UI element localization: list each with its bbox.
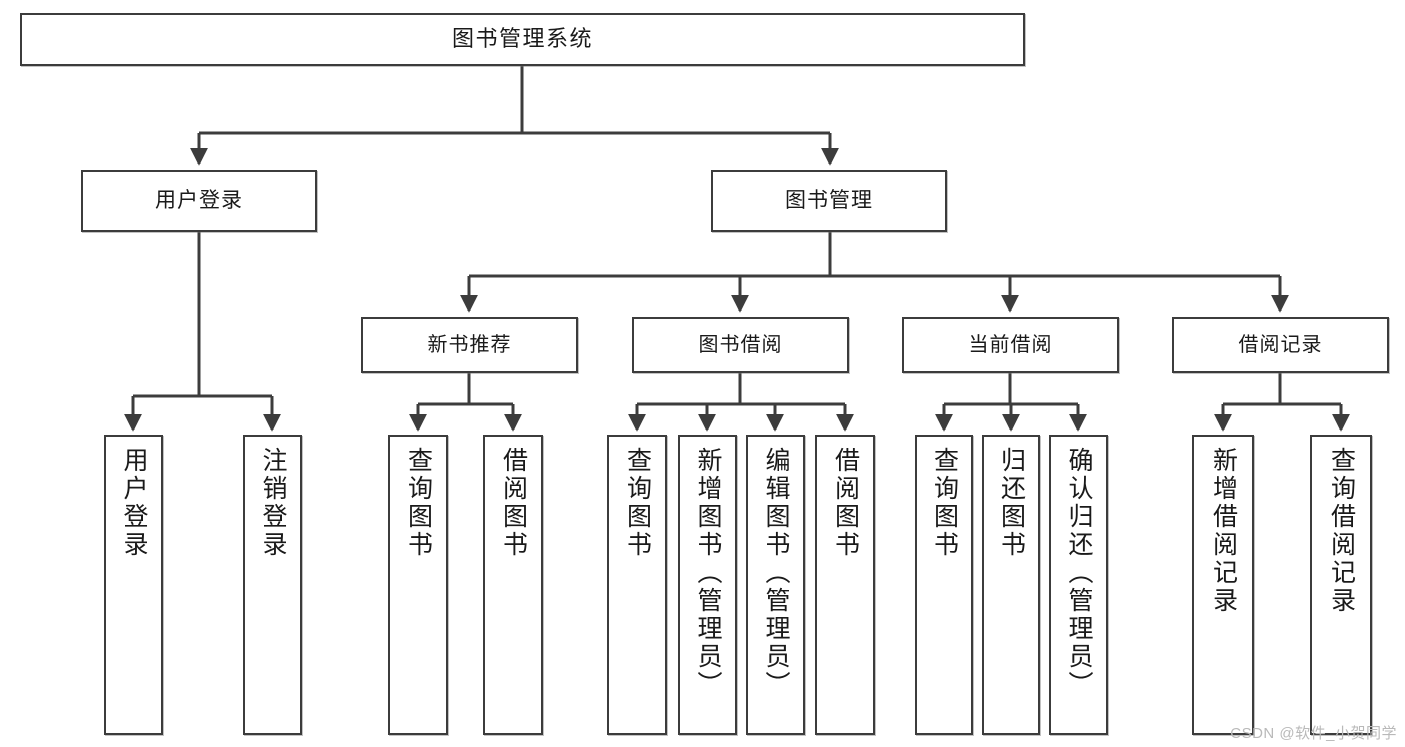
node-new-book-recommend[interactable]: 新书推荐 bbox=[361, 317, 578, 373]
node-label: 用户登录 bbox=[155, 189, 243, 213]
node-current-borrow[interactable]: 当前借阅 bbox=[902, 317, 1119, 373]
node-borrow-record[interactable]: 借阅记录 bbox=[1172, 317, 1389, 373]
node-label: 注销登录 bbox=[259, 447, 287, 559]
node-label: 查询图书 bbox=[930, 447, 959, 559]
leaf-borrow-add-book[interactable]: 新增图书（管理员） bbox=[678, 435, 737, 735]
leaf-recommend-borrow-book[interactable]: 借阅图书 bbox=[483, 435, 543, 735]
leaf-recommend-query-book[interactable]: 查询图书 bbox=[388, 435, 448, 735]
node-book-management[interactable]: 图书管理 bbox=[711, 170, 947, 232]
leaf-record-query-record[interactable]: 查询借阅记录 bbox=[1310, 435, 1372, 735]
leaf-current-confirm-return[interactable]: 确认归还（管理员） bbox=[1049, 435, 1108, 735]
node-label: 新增借阅记录 bbox=[1209, 447, 1238, 615]
node-label: 查询借阅记录 bbox=[1327, 447, 1356, 615]
node-label: 归还图书 bbox=[997, 447, 1026, 559]
node-label: 新书推荐 bbox=[427, 333, 512, 356]
node-label: 查询图书 bbox=[623, 447, 652, 559]
leaf-current-query-book[interactable]: 查询图书 bbox=[915, 435, 973, 735]
node-label: 借阅图书 bbox=[499, 447, 528, 559]
node-label: 借阅图书 bbox=[831, 447, 860, 559]
node-label: 当前借阅 bbox=[968, 333, 1053, 356]
node-label: 确认归还（管理员） bbox=[1065, 447, 1093, 699]
leaf-current-return-book[interactable]: 归还图书 bbox=[982, 435, 1040, 735]
leaf-borrow-query-book[interactable]: 查询图书 bbox=[607, 435, 667, 735]
node-book-borrow[interactable]: 图书借阅 bbox=[632, 317, 849, 373]
node-root-system[interactable]: 图书管理系统 bbox=[20, 13, 1025, 66]
leaf-user-login-logout[interactable]: 注销登录 bbox=[243, 435, 302, 735]
node-label: 借阅记录 bbox=[1238, 333, 1323, 356]
node-label: 图书管理 bbox=[785, 189, 873, 213]
node-label: 用户登录 bbox=[120, 447, 148, 559]
leaf-user-login-login[interactable]: 用户登录 bbox=[104, 435, 163, 735]
node-label: 图书借阅 bbox=[698, 333, 783, 356]
leaf-borrow-edit-book[interactable]: 编辑图书（管理员） bbox=[746, 435, 805, 735]
node-label: 查询图书 bbox=[404, 447, 433, 559]
leaf-record-add-record[interactable]: 新增借阅记录 bbox=[1192, 435, 1254, 735]
leaf-borrow-borrow-book[interactable]: 借阅图书 bbox=[815, 435, 875, 735]
node-user-login[interactable]: 用户登录 bbox=[81, 170, 317, 232]
node-label: 编辑图书（管理员） bbox=[762, 447, 790, 699]
node-label: 图书管理系统 bbox=[451, 26, 593, 52]
csdn-watermark: CSDN @软件_小贺同学 bbox=[1230, 725, 1397, 742]
node-label: 新增图书（管理员） bbox=[694, 447, 722, 699]
